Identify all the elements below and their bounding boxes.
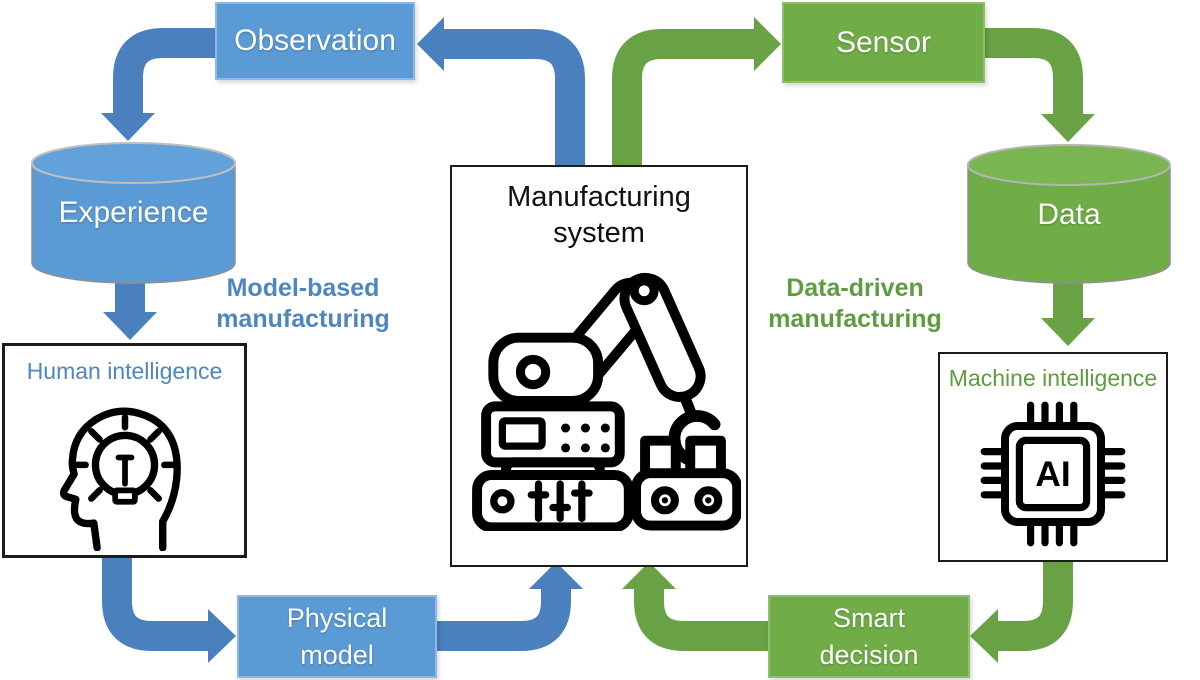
arrow-human-to-physical [102, 554, 236, 663]
experience-label: Experience [58, 196, 209, 229]
manufacturing-title-line2: system [553, 217, 645, 249]
human-intelligence-box: Human intelligence [2, 343, 247, 558]
arrow-smart-to-manufacturing [622, 562, 769, 651]
robot-arm-icon [472, 272, 741, 531]
sensor-label: Sensor [835, 25, 932, 59]
manufacturing-title-line1: Manufacturing [507, 181, 691, 213]
arrow-manufacturing-to-observation [417, 17, 585, 167]
manufacturing-system-box: Manufacturing system [450, 165, 748, 567]
smart-decision-line1: Smart [832, 602, 905, 633]
observation-box: Observation [215, 2, 415, 80]
human-head-lightbulb-icon [59, 407, 181, 551]
arrow-physical-to-manufacturing [436, 562, 583, 651]
physical-model-box: Physical model [237, 595, 437, 678]
observation-label: Observation [234, 24, 396, 57]
human-intelligence-label: Human intelligence [26, 358, 223, 384]
arrow-sensor-to-data [984, 28, 1095, 142]
smart-decision-box: Smart decision [768, 595, 970, 678]
physical-model-line2: model [300, 639, 374, 670]
ai-chip-icon: AI [980, 401, 1126, 547]
physical-model-line1: Physical [286, 602, 388, 633]
arrow-observation-to-experience [101, 28, 216, 141]
machine-intelligence-box: Machine intelligence AI [938, 352, 1168, 562]
machine-intelligence-label: Machine intelligence [948, 365, 1158, 391]
arrow-manufacturing-to-sensor [612, 17, 781, 167]
ai-chip-text: AI [1035, 455, 1070, 494]
model-based-caption: Model-based manufacturing [203, 273, 403, 335]
arrow-machine-to-smart [970, 557, 1073, 663]
data-driven-caption-line2: manufacturing [768, 305, 942, 333]
smart-decision-line2: decision [819, 639, 919, 670]
experience-cylinder [31, 142, 236, 284]
data-cylinder [967, 144, 1171, 284]
data-driven-caption-line1: Data-driven [786, 274, 924, 302]
data-driven-caption: Data-driven manufacturing [755, 273, 955, 335]
sensor-box: Sensor [782, 2, 985, 83]
model-based-caption-line2: manufacturing [216, 305, 390, 333]
manufacturing-system-label: Manufacturing system [507, 179, 691, 251]
model-based-caption-line1: Model-based [226, 274, 380, 302]
data-label: Data [1037, 198, 1101, 231]
